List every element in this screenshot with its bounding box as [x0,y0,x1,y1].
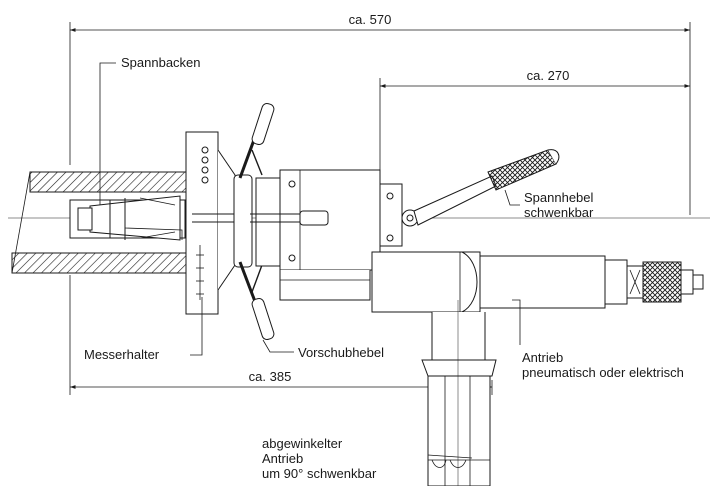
dimension-lower [69,275,493,395]
dimension-lower-label: ca. 385 [249,369,292,384]
label-vorschubhebel: Vorschubhebel [298,345,384,360]
dimension-drive-section [379,78,690,170]
leader-lines [99,62,521,459]
dimension-overall [69,22,691,215]
drive-motor [371,251,704,313]
angled-drive [421,300,497,487]
label-spannhebel-2: schwenkbar [524,205,594,220]
clamping-lever [401,149,560,227]
label-messerhalter: Messerhalter [84,347,160,362]
label-spannbacken: Spannbacken [121,55,201,70]
clamping-mandrel [69,195,186,241]
main-housing [250,169,403,301]
label-abgewinkelt-2: Antrieb [262,451,303,466]
label-antrieb-2: pneumatisch oder elektrisch [522,365,684,380]
dimension-overall-label: ca. 570 [349,12,392,27]
label-spannhebel-1: Spannhebel [524,190,594,205]
blade-holder [185,131,256,315]
label-abgewinkelt-3: um 90° schwenkbar [262,466,377,481]
feed-wheel [233,102,275,341]
label-antrieb-1: Antrieb [522,350,563,365]
label-abgewinkelt-1: abgewinkelter [262,436,343,451]
dimension-drive-label: ca. 270 [527,68,570,83]
